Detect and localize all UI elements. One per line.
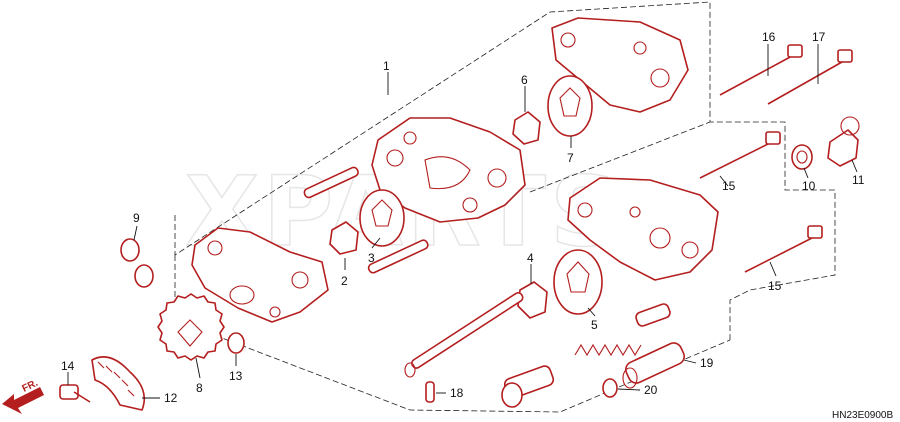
rotor-inner-2	[329, 221, 359, 255]
leader-10	[803, 167, 809, 179]
diagram-code: HN23E0900B	[832, 410, 893, 421]
leader-5	[587, 307, 596, 317]
leader-15-lower	[769, 261, 777, 277]
rotor-inner-4	[517, 281, 548, 319]
callout-16: 16	[762, 30, 776, 44]
callout-13: 13	[229, 369, 243, 383]
callout-9: 9	[133, 211, 140, 225]
rotor-outer-5	[553, 249, 603, 315]
leader-8	[195, 357, 201, 379]
assembly-boundary-lower	[174, 255, 731, 413]
leader-9	[133, 225, 138, 241]
assembly-boundary-upper	[174, 1, 836, 340]
relief-valve-spring	[574, 343, 642, 357]
front-direction-arrow	[2, 387, 44, 414]
bolt-17	[767, 49, 853, 105]
valve-body-19	[622, 342, 686, 389]
sprocket-8	[157, 293, 225, 361]
dowel-pin-lower	[367, 239, 429, 274]
leader-15-upper	[719, 175, 729, 187]
leader-19	[683, 359, 697, 364]
relief-valve-piston	[501, 365, 555, 408]
rotor-inner-6	[512, 111, 541, 145]
bolt-15-lower	[744, 225, 823, 273]
bolt-14	[59, 384, 91, 403]
callout-7: 7	[567, 151, 574, 165]
pin-18	[425, 381, 435, 403]
leader-20	[617, 388, 641, 391]
callout-12: 12	[164, 391, 178, 405]
relief-valve-plug	[635, 303, 671, 327]
leader-11	[851, 159, 858, 173]
collar-10	[791, 144, 813, 170]
callout-11: 11	[852, 173, 865, 187]
callout-6: 6	[521, 73, 528, 87]
callout-15-upper: 15	[722, 179, 736, 193]
callout-17: 17	[812, 30, 826, 44]
callout-14: 14	[61, 359, 75, 373]
callout-1: 1	[383, 59, 390, 73]
callout-5: 5	[591, 318, 598, 332]
drive-chain-12	[91, 356, 146, 411]
bolt-16	[719, 44, 803, 96]
joint-11	[827, 116, 860, 167]
callout-3: 3	[368, 251, 375, 265]
callout-20: 20	[644, 383, 658, 397]
leader-3	[371, 237, 381, 249]
pump-body-upper	[371, 117, 526, 223]
dowel-pin-upper	[303, 166, 359, 199]
callout-19: 19	[700, 356, 714, 370]
callout-18: 18	[450, 386, 464, 400]
pump-body-left	[191, 227, 329, 323]
rotor-outer-7	[547, 75, 593, 137]
pump-shaft	[404, 291, 524, 378]
rotor-outer-3	[359, 189, 405, 247]
assembly-boundary-inner	[529, 121, 711, 193]
bolt-15-upper	[699, 131, 781, 179]
o-ring-9	[120, 238, 154, 288]
o-ring-20	[602, 378, 618, 398]
callout-8: 8	[196, 381, 203, 395]
callout-15-lower: 15	[768, 279, 782, 293]
pump-cover-top	[551, 17, 689, 113]
callout-4: 4	[527, 251, 534, 265]
callout-10: 10	[802, 179, 816, 193]
callout-2: 2	[341, 274, 348, 288]
pump-body-right	[567, 177, 719, 281]
washer-13	[227, 332, 245, 354]
